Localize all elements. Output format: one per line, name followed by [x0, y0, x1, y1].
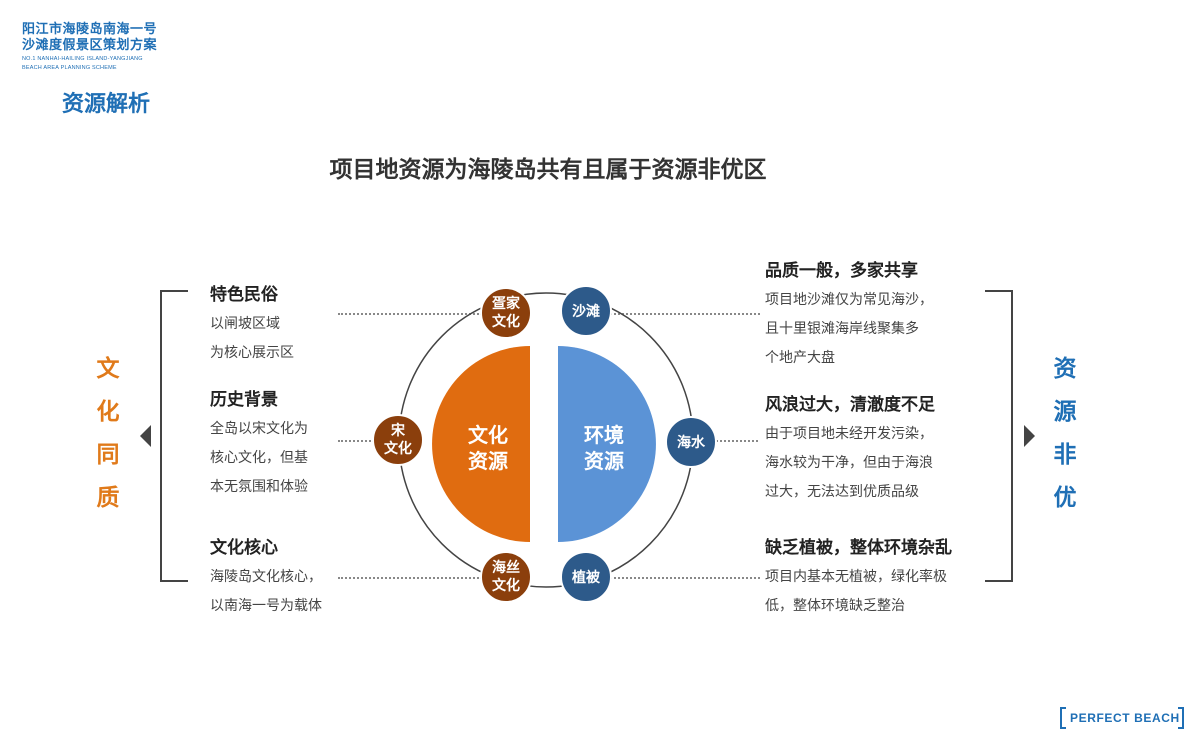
brand-subtitle-line2: BEACH AREA PLANNING SCHEME — [22, 65, 117, 71]
right-item-water: 风浪过大，清澈度不足 由于项目地未经开发污染， 海水较为干净，但由于海浪 过大，… — [765, 394, 935, 507]
left-title-char: 同 — [96, 442, 120, 468]
culture-resource-label-line2: 资源 — [468, 449, 508, 473]
headline-text: 项目地资源为海陵岛共有且属于资源非优区 — [329, 157, 767, 183]
culture-resource-label-line1: 文化 — [468, 423, 508, 447]
right-bracket — [985, 290, 1013, 582]
item-line: 海陵岛文化核心， — [210, 569, 322, 585]
node-label: 文化 — [492, 313, 520, 330]
left-arrow-icon — [140, 425, 151, 447]
node-danjia-culture — [480, 287, 532, 339]
left-title-char: 文 — [96, 356, 120, 382]
item-title: 品质一般，多家共享 — [765, 261, 918, 281]
item-line: 且十里银滩海岸线聚集多 — [765, 321, 919, 337]
left-bracket — [160, 290, 188, 582]
node-label: 文化 — [492, 577, 520, 594]
connector-right-bottom — [610, 577, 760, 579]
node-label: 沙滩 — [572, 303, 600, 320]
node-haisi-culture — [480, 551, 532, 603]
right-arrow-icon — [1024, 425, 1035, 447]
brand-title-line1: 阳江市海陵岛南海一号 — [22, 22, 158, 37]
node-seawater — [665, 416, 717, 468]
item-title: 文化核心 — [210, 538, 278, 558]
item-line: 项目内基本无植被，绿化率极 — [765, 569, 947, 585]
item-line: 个地产大盘 — [765, 350, 835, 366]
item-line: 由于项目地未经开发污染， — [765, 426, 933, 442]
node-label: 海丝 — [492, 559, 520, 576]
right-title-char: 源 — [1053, 399, 1077, 425]
left-side-title: 文 化 同 质 — [88, 348, 128, 520]
item-title: 风浪过大，清澈度不足 — [765, 395, 935, 415]
left-title-char: 质 — [96, 485, 120, 511]
right-item-beach: 品质一般，多家共享 项目地沙滩仅为常见海沙， 且十里银滩海岸线聚集多 个地产大盘 — [765, 260, 933, 373]
item-line: 全岛以宋文化为 — [210, 421, 308, 437]
section-title: 资源解析 — [62, 92, 151, 117]
left-item-culture-core: 文化核心 海陵岛文化核心， 以南海一号为载体 — [210, 537, 322, 621]
item-title: 历史背景 — [210, 390, 278, 410]
node-label: 海水 — [677, 434, 706, 451]
right-title-char: 资 — [1053, 356, 1077, 382]
right-title-char: 非 — [1053, 442, 1077, 468]
logo-text: PERFECT BEACH — [1070, 711, 1180, 725]
node-song-culture — [372, 414, 424, 466]
environment-resource-half — [558, 346, 656, 542]
node-vegetation — [560, 551, 612, 603]
item-line: 本无氛围和体验 — [210, 479, 308, 495]
item-line: 低，整体环境缺乏整治 — [765, 598, 905, 614]
left-item-history: 历史背景 全岛以宋文化为 核心文化，但基 本无氛围和体验 — [210, 389, 308, 502]
environment-resource-label-line1: 环境 — [584, 423, 624, 447]
logo-bracket-left — [1060, 707, 1066, 729]
item-line: 海水较为干净，但由于海浪 — [765, 455, 933, 471]
right-title-char: 优 — [1053, 485, 1077, 511]
perfect-beach-logo: PERFECT BEACH — [1060, 707, 1184, 731]
node-label: 疍家 — [492, 295, 521, 312]
left-title-char: 化 — [96, 399, 120, 425]
item-line: 以南海一号为载体 — [210, 598, 322, 614]
right-item-vegetation: 缺乏植被，整体环境杂乱 项目内基本无植被，绿化率极 低，整体环境缺乏整治 — [765, 537, 952, 621]
right-side-title: 资 源 非 优 — [1045, 348, 1085, 520]
left-item-folk: 特色民俗 以闸坡区域 为核心展示区 — [210, 284, 294, 368]
brand-subtitle-line1: NO.1 NANHAI-HAILING ISLAND-YANGJIANG — [22, 56, 143, 62]
connector-left-bottom — [338, 577, 482, 579]
item-line: 核心文化，但基 — [210, 450, 308, 466]
item-line: 以闸坡区域 — [210, 316, 280, 332]
connector-right-mid — [716, 440, 758, 442]
culture-resource-half — [432, 346, 530, 542]
item-title: 特色民俗 — [210, 285, 278, 305]
logo-bracket-right — [1178, 707, 1184, 729]
item-title: 缺乏植被，整体环境杂乱 — [765, 538, 952, 558]
environment-resource-label-line2: 资源 — [584, 449, 624, 473]
connector-left-top — [338, 313, 482, 315]
node-label: 宋 — [390, 422, 406, 439]
brand-block: 阳江市海陵岛南海一号 沙滩度假景区策划方案 NO.1 NANHAI-HAILIN… — [22, 22, 157, 72]
node-label: 植被 — [571, 569, 601, 586]
item-line: 项目地沙滩仅为常见海沙， — [765, 292, 933, 308]
item-line: 过大，无法达到优质品级 — [765, 484, 919, 500]
node-beach — [560, 285, 612, 337]
page-headline: 项目地资源为海陵岛共有且属于资源非优区 — [0, 150, 1200, 184]
connector-right-top — [610, 313, 760, 315]
connector-left-mid — [338, 440, 374, 442]
brand-title-line2: 沙滩度假景区策划方案 — [22, 38, 158, 53]
node-label: 文化 — [384, 440, 412, 457]
item-line: 为核心展示区 — [210, 345, 294, 361]
